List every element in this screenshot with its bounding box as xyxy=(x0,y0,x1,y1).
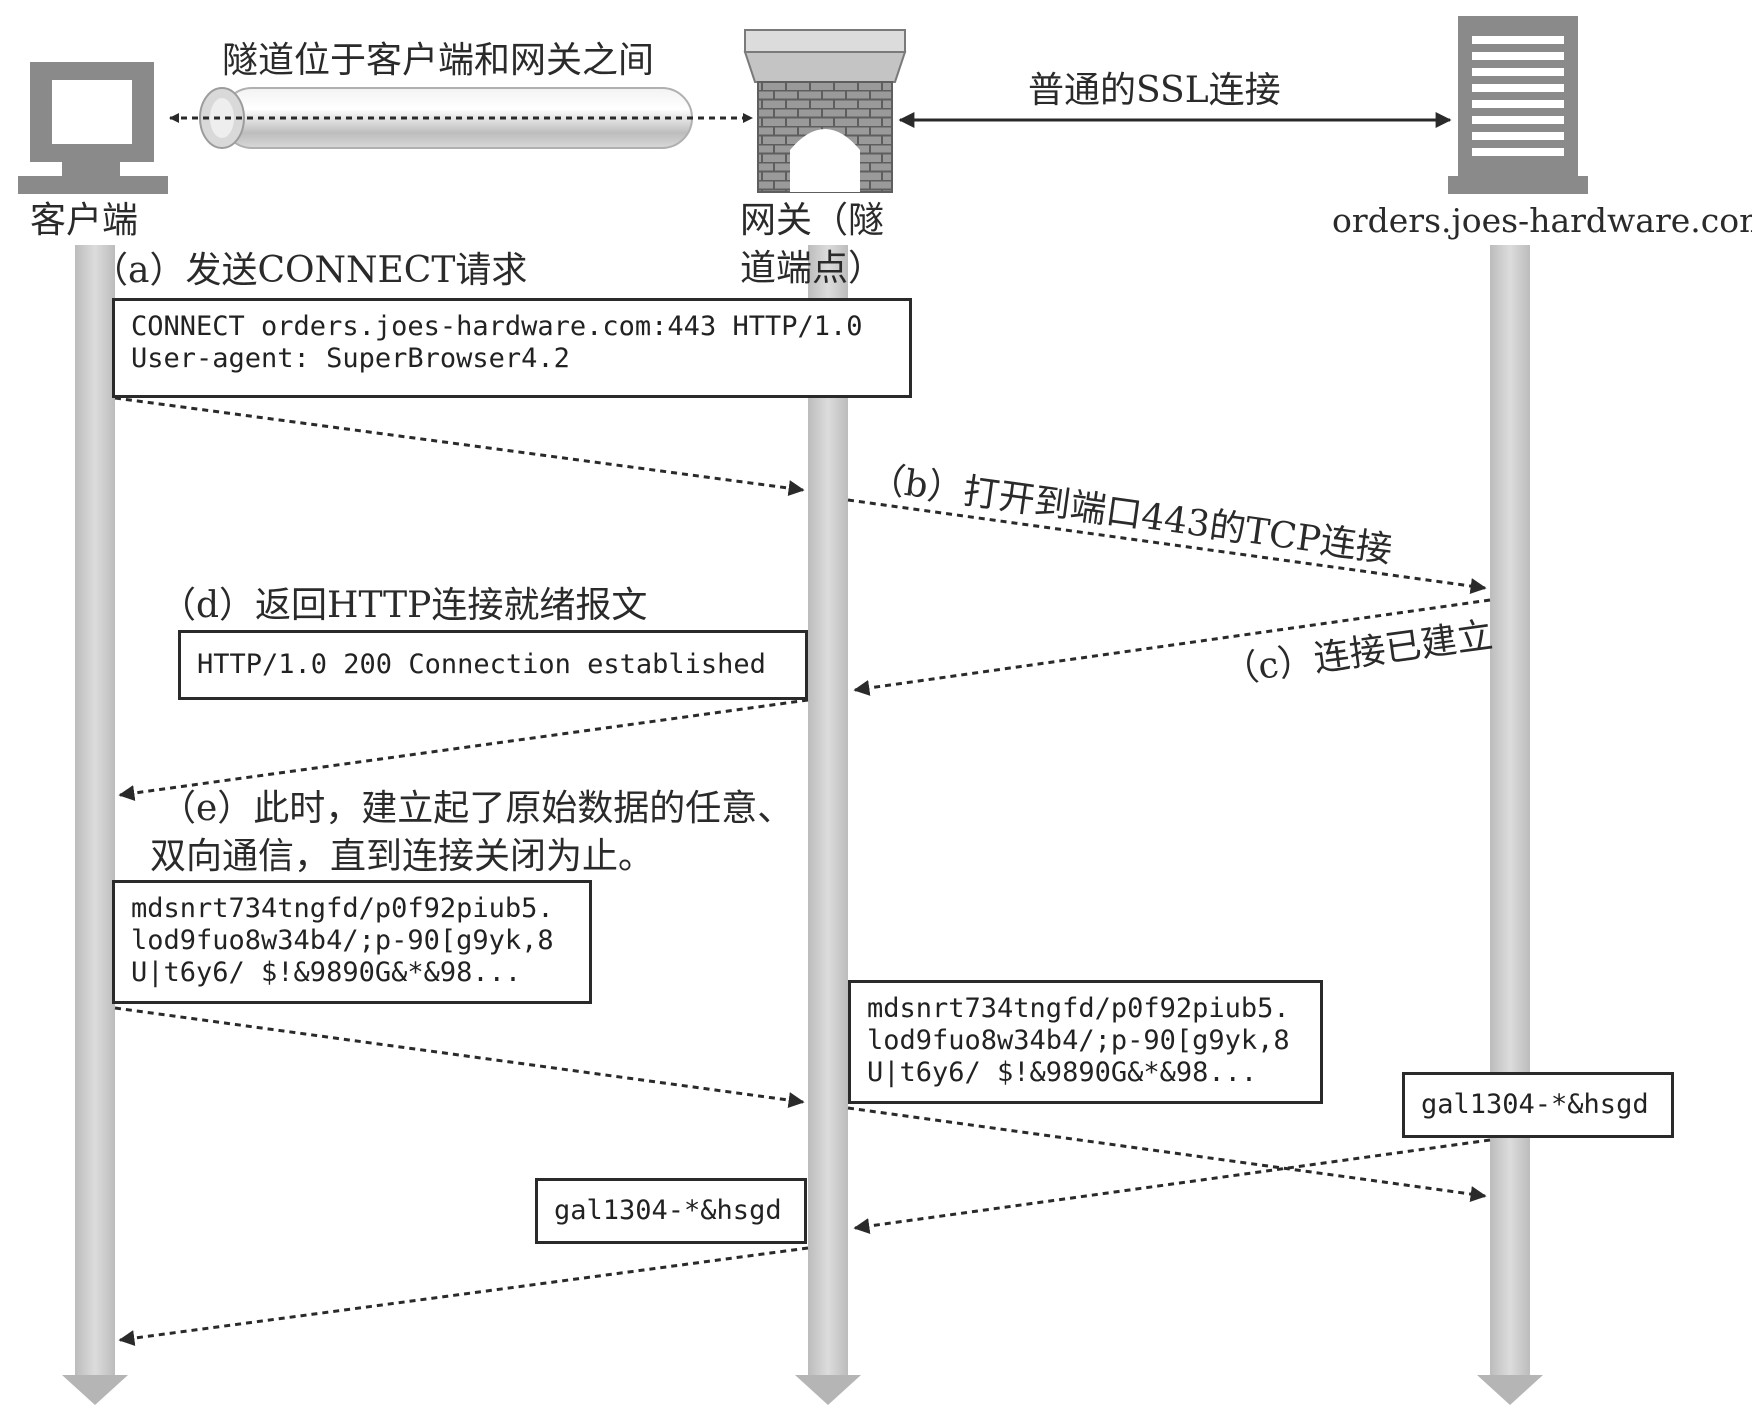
ssl-connection-label: 普通的SSL连接 xyxy=(1028,70,1281,111)
server-label: orders.joes-hardware.com xyxy=(1332,201,1752,240)
server-lifeline xyxy=(1477,245,1543,1405)
arrow-connect-request xyxy=(114,396,805,497)
arrow-connection-established-c xyxy=(853,598,1491,696)
gateway-lifeline xyxy=(795,245,861,1405)
arrow-raw-data-to-gateway xyxy=(114,1006,805,1108)
server-reply-box: gal1304-*&hsgd xyxy=(1402,1072,1674,1138)
arrow-gateway-reply xyxy=(118,1246,809,1347)
client-label: 客户端 xyxy=(30,200,139,241)
step-e-label-line1: （e）此时，建立起了原始数据的任意、 xyxy=(160,788,794,829)
arrow-raw-data-to-server xyxy=(847,1106,1487,1202)
step-a-label: （a）发送CONNECT请求 xyxy=(92,250,528,291)
gateway-reply-box: gal1304-*&hsgd xyxy=(535,1178,807,1244)
arrow-http-ready-d xyxy=(118,698,809,801)
tunnel-label: 隧道位于客户端和网关之间 xyxy=(222,40,655,81)
gateway-label-line1: 网关（隧 xyxy=(740,200,885,241)
arrow-open-tcp xyxy=(847,498,1487,594)
server-tower-icon xyxy=(1448,16,1588,194)
connect-request-box: CONNECT orders.joes-hardware.com:443 HTT… xyxy=(112,298,912,398)
gateway-firewall-icon xyxy=(743,29,907,193)
client-computer-icon xyxy=(18,62,168,194)
arrow-server-reply xyxy=(853,1138,1491,1234)
client-lifeline xyxy=(62,245,128,1405)
raw-data-client-box: mdsnrt734tngfd/p0f92piub5. lod9fuo8w34b4… xyxy=(112,880,592,1004)
gateway-label-line2: 道端点） xyxy=(740,248,885,289)
raw-data-gateway-box: mdsnrt734tngfd/p0f92piub5. lod9fuo8w34b4… xyxy=(848,980,1323,1104)
connection-established-box: HTTP/1.0 200 Connection established xyxy=(178,630,808,700)
step-e-label-line2: 双向通信，直到连接关闭为止。 xyxy=(150,836,655,877)
step-d-label: （d）返回HTTP连接就绪报文 xyxy=(160,585,648,626)
